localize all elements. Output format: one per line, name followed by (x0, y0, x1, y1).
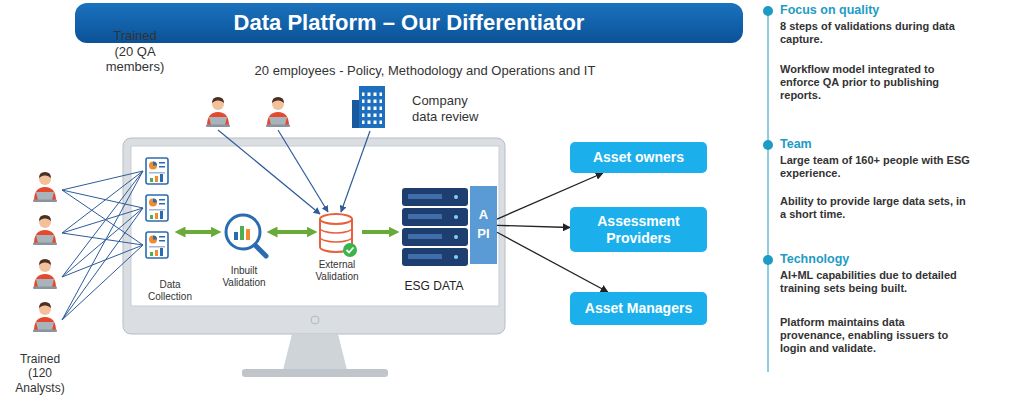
magnifier-icon (234, 232, 238, 240)
company-building (352, 86, 385, 128)
database-icon (320, 214, 357, 257)
reviewer-links (218, 130, 320, 214)
company-building (362, 90, 382, 126)
reviewer-icons (206, 97, 230, 127)
timeline-rail (768, 10, 769, 372)
group-note: Company data review (412, 93, 490, 124)
flow-arrows (272, 230, 312, 234)
bullet-heading: Focus on quality (780, 3, 980, 18)
server-icon (402, 188, 468, 266)
bullet-text: Workflow model integrated to enforce QA … (780, 63, 970, 103)
timeline-rail (763, 140, 773, 150)
audience-box: Asset Managers (570, 292, 707, 325)
server-icon (402, 208, 468, 226)
bullet-text: Ability to provide large data sets, in a… (780, 195, 970, 221)
monitor (123, 138, 505, 334)
api-bar: API (470, 186, 497, 264)
audience-box: Asset owners (570, 142, 707, 173)
server-icon (402, 228, 468, 246)
bullet-text: Large team of 160+ people with ESG exper… (780, 154, 970, 180)
document-icons (146, 195, 168, 221)
server-icon (408, 214, 442, 219)
analyst-links (62, 245, 143, 277)
flow-arrows (180, 230, 394, 234)
server-icon (454, 215, 458, 219)
magnifier-icon (226, 215, 266, 256)
document-icons (146, 232, 168, 258)
server-icon (454, 255, 458, 259)
server-icon (454, 235, 458, 239)
connector-arrow (497, 225, 570, 227)
server-icon (402, 248, 468, 266)
magnifier-icon (254, 244, 266, 256)
reviewer-links (218, 130, 370, 214)
bullet-heading: Technology (780, 252, 980, 267)
monitor (242, 369, 388, 377)
server-icon (402, 188, 468, 206)
bullet-text: AI+ML capabilities due to detailed train… (780, 269, 970, 295)
reviewer-links (341, 131, 370, 212)
analyst-links (62, 208, 143, 320)
subtitle: 20 employees - Policy, Methodology and O… (205, 63, 645, 79)
node-label: Asset Managers (585, 300, 692, 317)
bullet-text: 8 steps of validations during data captu… (780, 20, 970, 46)
flow-arrows (180, 230, 216, 234)
timeline-rail (763, 255, 773, 265)
company-building (359, 86, 385, 128)
analyst-links (62, 171, 143, 320)
group-note: Trained (120 Analysts) (10, 352, 70, 395)
database-icon (347, 248, 354, 253)
monitor (311, 316, 319, 324)
reviewer-icons (266, 97, 290, 127)
analyst-icons (33, 172, 57, 202)
title-text: Data Platform – Our Differentiator (234, 10, 585, 36)
timeline-rail (763, 6, 773, 16)
document-icons (146, 158, 168, 184)
server-icon (408, 254, 442, 259)
bullet-heading: Team (780, 137, 980, 152)
bullet-text: Platform maintains data provenance, enab… (780, 316, 970, 356)
magnifier-icon (240, 226, 244, 240)
analyst-links (62, 171, 143, 320)
node-label: API (477, 206, 490, 244)
analyst-links (62, 208, 143, 277)
monitor (283, 334, 347, 370)
flow-arrows (362, 230, 394, 234)
magnifier-icon (246, 229, 250, 240)
monitor (123, 138, 505, 377)
analyst-icons (33, 302, 57, 332)
step-label: Inbuilt Validation (216, 265, 272, 289)
server-icon (408, 234, 442, 239)
node-label: Asset owners (593, 149, 684, 166)
group-note: Trained (20 QA members) (103, 28, 167, 75)
audience-box: Assessment Providers (570, 207, 707, 252)
server-icon (454, 195, 458, 199)
analyst-icons (33, 215, 57, 245)
timeline-rail (763, 6, 773, 372)
reviewer-links (278, 130, 328, 212)
analyst-icons (33, 259, 57, 289)
server-icon (408, 194, 442, 199)
analyst-links (62, 208, 143, 233)
analyst-links (62, 245, 143, 320)
analyst-icons (33, 172, 57, 332)
step-label: ESG DATA (398, 279, 470, 293)
node-label: Assessment Providers (576, 213, 701, 247)
database-icon (343, 243, 357, 257)
database-icon (320, 214, 352, 224)
document-icons (146, 158, 168, 258)
reviewer-icons (206, 97, 290, 127)
step-label: Data Collection (138, 279, 202, 303)
monitor (131, 146, 499, 306)
analyst-links (62, 233, 143, 245)
database-icon (320, 228, 352, 242)
step-label: External Validation (308, 259, 366, 283)
magnifier-icon (226, 215, 260, 249)
title-banner: Data Platform – Our Differentiator (75, 3, 743, 43)
analyst-links (62, 190, 143, 245)
